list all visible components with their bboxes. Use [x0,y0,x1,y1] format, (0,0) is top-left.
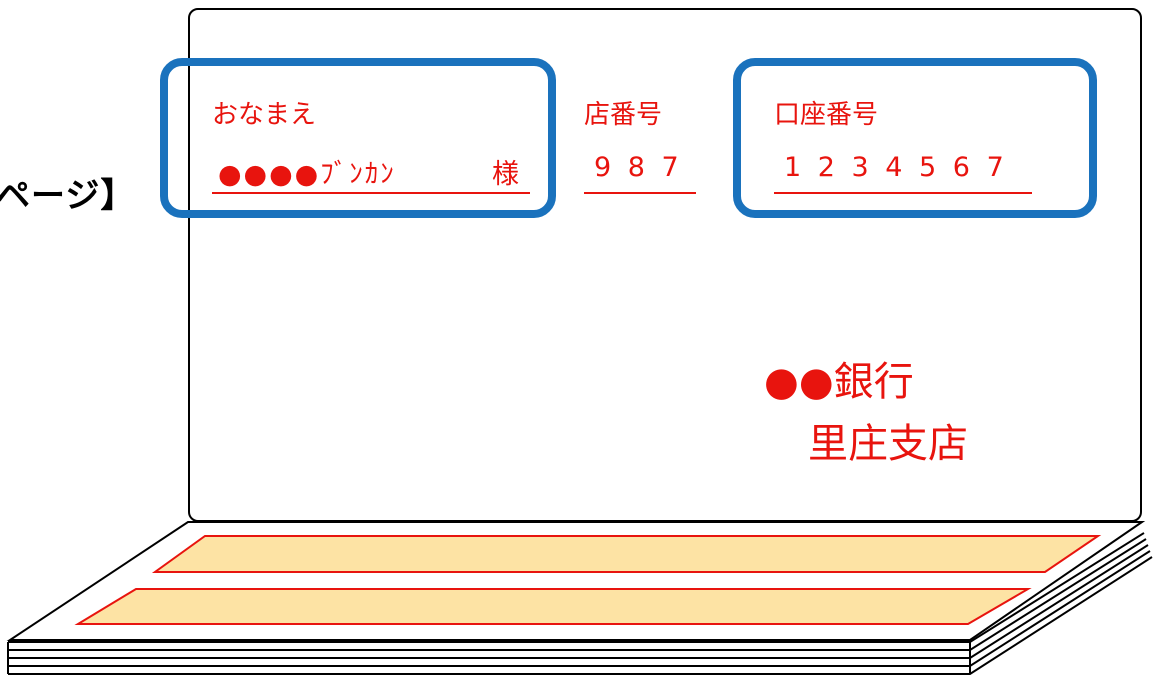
branch-underline [584,192,696,194]
page-label: ページ】 [0,176,136,216]
passbook-cover [188,8,1142,522]
page-stack [7,532,1153,675]
branch-label: 店番号 [584,100,663,130]
account-label: 口座番号 [774,100,879,130]
name-highlight-box [160,58,556,218]
branch-name: 里庄支店 [808,421,968,467]
stripe-lower [74,588,1032,625]
account-value: 1 2 3 4 5 6 7 [784,152,1008,183]
account-underline [774,192,1032,194]
name-label: おなまえ [212,100,317,130]
account-highlight-box [733,58,1097,218]
name-value: ●●●●ﾌﾞﾝｶﾝ [218,159,396,190]
bank-name: ●●銀行 [764,359,914,405]
honorific: 様 [492,159,523,190]
name-underline [212,192,530,194]
stripe-upper [151,535,1102,573]
branch-value: 9 8 7 [594,152,683,183]
